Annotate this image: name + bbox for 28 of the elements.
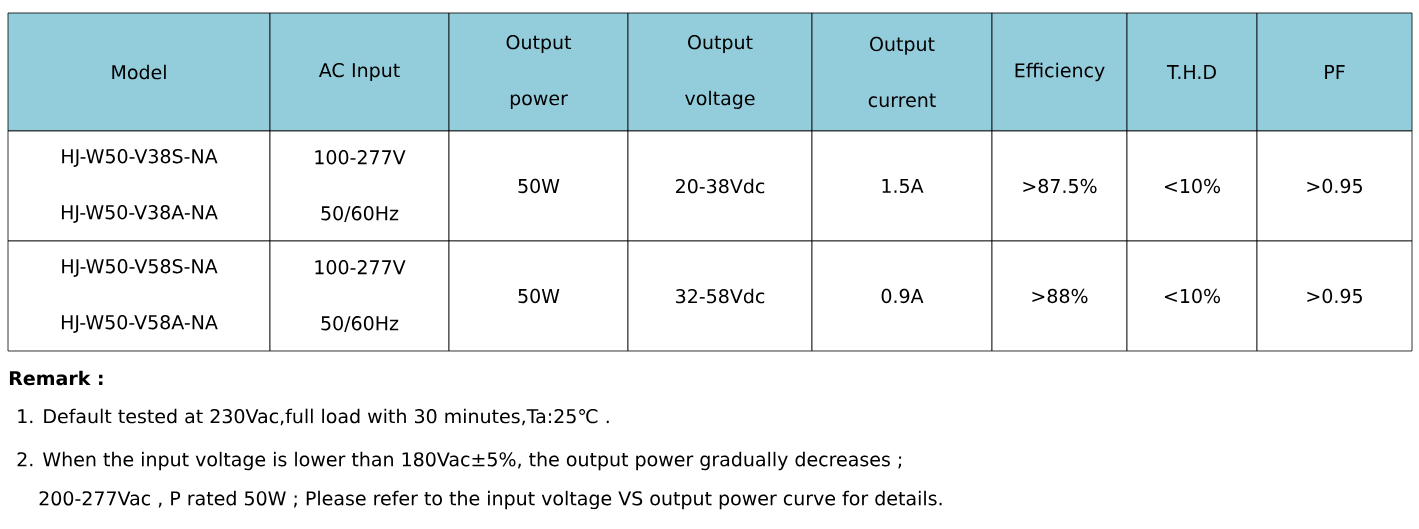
table-cell: HJ-W50-V58S-NA HJ-W50-V58A-NA	[7, 240, 271, 352]
table-cell: <10%	[1126, 240, 1258, 352]
table-cell: 100-277V 50/60Hz	[269, 130, 450, 242]
table-cell: >0.95	[1256, 240, 1413, 352]
header-cell: Output voltage	[627, 12, 813, 132]
header-cell: AC Input	[269, 12, 450, 132]
header-cell: Output power	[448, 12, 629, 132]
table-cell: 50W	[448, 130, 629, 242]
table-cell: >87.5%	[991, 130, 1128, 242]
header-cell: PF	[1256, 12, 1413, 132]
note-text: 2. When the input voltage is lower than 180Vac±5%, the output power gradually decreases ;	[17, 451, 902, 471]
table-cell: 100-277V 50/60Hz	[269, 240, 450, 352]
header-cell: Output current	[811, 12, 993, 132]
table-cell: 50W	[448, 240, 629, 352]
header-cell: Efficiency	[991, 12, 1128, 132]
table-cell: 20-38Vdc	[627, 130, 813, 242]
table-cell: 0.9A	[811, 240, 993, 352]
table-cell: >88%	[991, 240, 1128, 352]
note-text: 1. Default tested at 230Vac,full load with 30 minutes,Ta:25℃ .	[18, 408, 609, 426]
remark-heading: Remark :	[9, 370, 103, 386]
table-cell: 32-58Vdc	[627, 240, 813, 352]
header-cell: Model	[7, 12, 271, 132]
note-text: 200-277Vac , P rated 50W ; Please refer to the input voltage VS output power curve for details.	[39, 490, 942, 510]
table-cell: HJ-W50-V38S-NA HJ-W50-V38A-NA	[7, 130, 271, 242]
header-cell: T.H.D	[1126, 12, 1258, 132]
table-cell: <10%	[1126, 130, 1258, 242]
table-cell: 1.5A	[811, 130, 993, 242]
table-cell: >0.95	[1256, 130, 1413, 242]
